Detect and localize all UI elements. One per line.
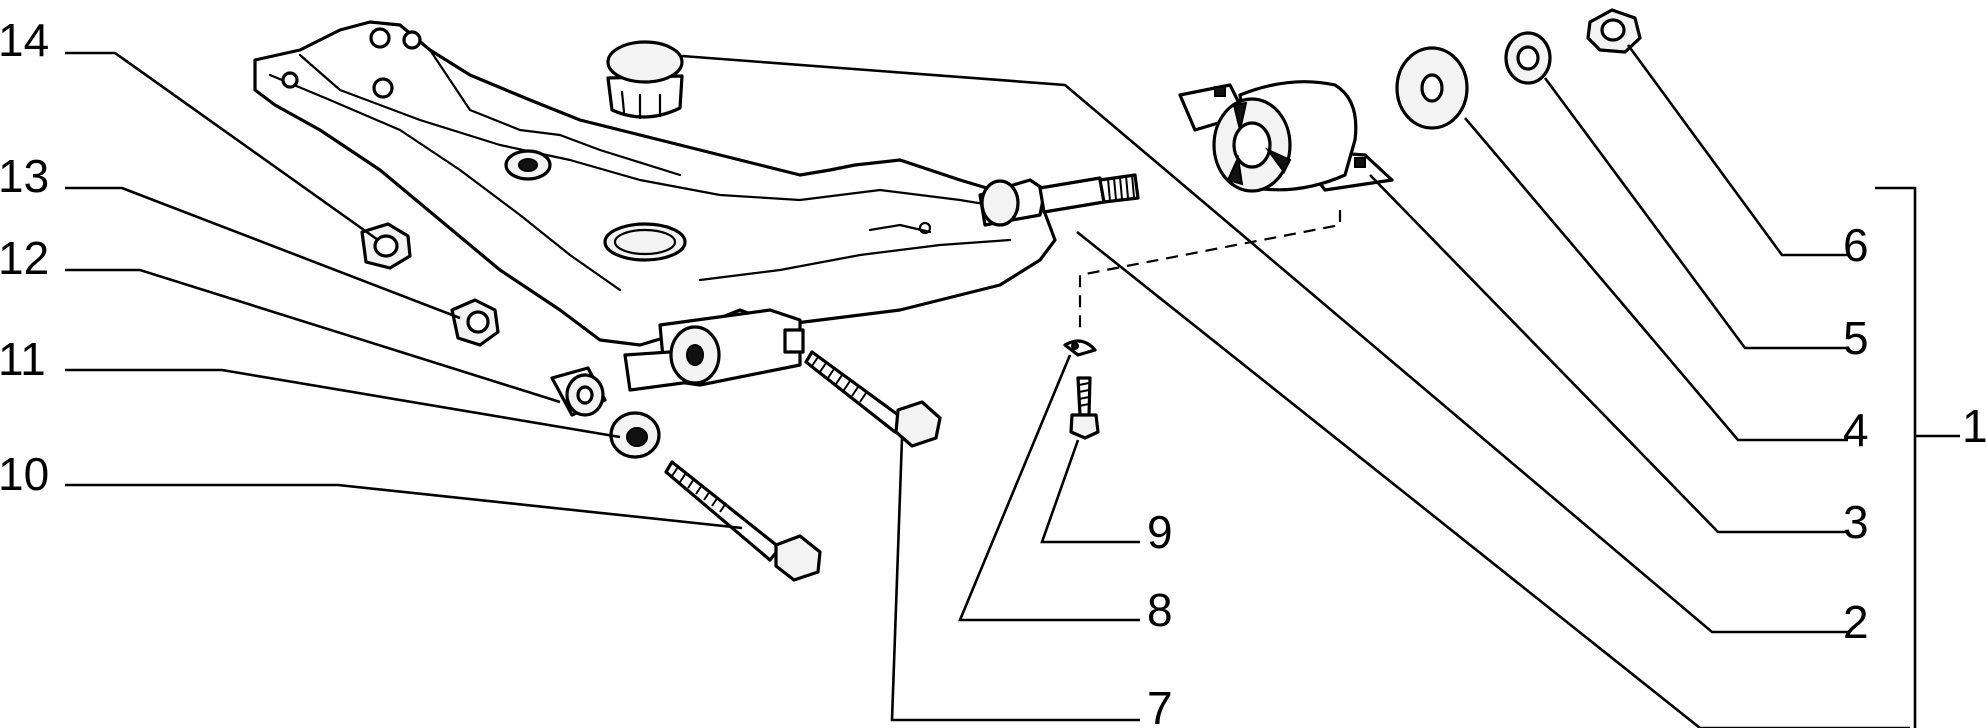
part-12-spacer bbox=[550, 366, 607, 417]
part-4-washer bbox=[1395, 46, 1469, 130]
leader-6 bbox=[1626, 44, 1848, 257]
part-7-bolt bbox=[804, 350, 942, 448]
leader-10 bbox=[65, 483, 743, 530]
leader-lines bbox=[65, 44, 1960, 728]
leader-13 bbox=[65, 186, 461, 320]
callout-3: 3 bbox=[1843, 496, 1869, 548]
part-13-nut bbox=[450, 298, 500, 347]
leader-2 bbox=[681, 54, 1848, 634]
leader-8 bbox=[958, 354, 1140, 622]
callout-4: 4 bbox=[1843, 404, 1869, 456]
leader-4 bbox=[1464, 117, 1848, 442]
part-3-rear-bushing bbox=[1178, 80, 1394, 193]
callout-12: 12 bbox=[0, 232, 49, 284]
callout-8: 8 bbox=[1147, 584, 1173, 636]
part-6-nut bbox=[1586, 8, 1642, 54]
part-5-small-washer bbox=[1504, 31, 1552, 85]
control-arm bbox=[253, 20, 1140, 392]
callout-5: 5 bbox=[1843, 312, 1869, 364]
leader-3 bbox=[1369, 174, 1848, 534]
leader-9 bbox=[1040, 439, 1140, 544]
callout-14: 14 bbox=[0, 14, 49, 66]
bracket-1 bbox=[1875, 186, 1917, 728]
callout-labels: 14 13 12 11 10 6 5 4 3 2 1 9 8 7 bbox=[0, 14, 1987, 728]
part-11-bushing-ring bbox=[609, 411, 661, 459]
callout-7: 7 bbox=[1147, 682, 1173, 728]
leader-11 bbox=[65, 368, 621, 439]
part-10-bolt bbox=[664, 460, 822, 582]
callout-1: 1 bbox=[1962, 400, 1987, 452]
callout-11: 11 bbox=[0, 333, 46, 385]
leader-1-main bbox=[1076, 230, 1910, 728]
part-9-screw bbox=[1069, 376, 1100, 440]
hidden-axis-line bbox=[1078, 210, 1342, 328]
leader-7 bbox=[890, 437, 1140, 722]
leader-14 bbox=[65, 51, 379, 242]
part-8-clip bbox=[1063, 339, 1097, 357]
part-14-nut bbox=[360, 222, 412, 270]
callout-13: 13 bbox=[0, 150, 49, 202]
callout-6: 6 bbox=[1843, 219, 1869, 271]
leader-12 bbox=[65, 268, 561, 404]
callout-10: 10 bbox=[0, 448, 49, 500]
callout-9: 9 bbox=[1147, 506, 1173, 558]
leader-5 bbox=[1543, 77, 1848, 350]
part-2-cap bbox=[606, 40, 684, 120]
callout-2: 2 bbox=[1843, 596, 1869, 648]
